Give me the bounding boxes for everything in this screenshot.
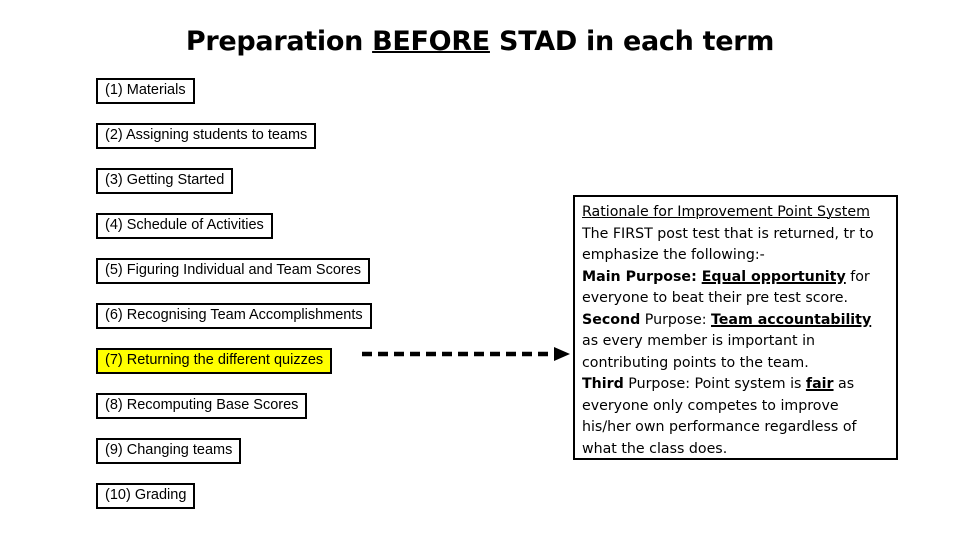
step-row: (6) Recognising Team Accomplishments (96, 303, 516, 348)
step-box-1[interactable]: (1) Materials (96, 78, 195, 104)
purpose-tail-third: as everyone only competes to improve his… (582, 376, 857, 457)
purpose-tail-main: for everyone to beat their pre test scor… (582, 268, 870, 307)
purpose-emphasis-second: Team accountability (711, 311, 872, 328)
title-part-before: Preparation (185, 26, 373, 57)
rationale-heading: Rationale for Improvement Point System (582, 204, 870, 220)
rationale-intro-line-1: The FIRST post test that is returned, tr… (582, 225, 874, 242)
step-row: (5) Figuring Individual and Team Scores (96, 258, 516, 303)
rationale-panel: Rationale for Improvement Point System T… (573, 195, 898, 460)
rationale-intro-line-2: emphasize the following:- (582, 247, 765, 263)
rationale-purpose-third: Third Purpose: Point system is fair as e… (582, 374, 890, 460)
purpose-emphasis-third: fair (805, 376, 834, 392)
purpose-separator-third: Purpose: Point system is (623, 376, 806, 392)
rationale-purpose-second: Second Purpose: Team accountability as e… (582, 310, 890, 375)
purpose-separator-second: Purpose: (640, 311, 712, 328)
rationale-purpose-main: Main Purpose: Equal opportunity for ever… (582, 267, 890, 310)
purpose-emphasis-main: Equal opportunity (701, 268, 846, 285)
step-row: (2) Assigning students to teams (96, 123, 516, 168)
title-emphasis-before: BEFORE (372, 26, 490, 57)
preparation-steps-list: (1) Materials (2) Assigning students to t… (96, 78, 516, 528)
purpose-label-second: Second (582, 311, 641, 328)
step-box-2[interactable]: (2) Assigning students to teams (96, 123, 317, 149)
step-row: (10) Grading (96, 483, 516, 528)
step-row: (1) Materials (96, 78, 516, 123)
step-box-5[interactable]: (5) Figuring Individual and Team Scores (96, 258, 371, 284)
step-box-10[interactable]: (10) Grading (96, 483, 196, 509)
purpose-label-third: Third (582, 376, 624, 392)
step-row: (4) Schedule of Activities (96, 213, 516, 258)
step-box-3[interactable]: (3) Getting Started (96, 168, 234, 194)
step-box-6[interactable]: (6) Recognising Team Accomplishments (96, 303, 372, 329)
step-row: (9) Changing teams (96, 438, 516, 483)
dashed-arrow-icon (362, 345, 574, 363)
purpose-label-main: Main Purpose (582, 268, 692, 285)
step-row: (3) Getting Started (96, 168, 516, 213)
purpose-tail-second: as every member is important in contribu… (582, 333, 816, 371)
title-part-after: STAD in each term (489, 26, 775, 57)
step-row: (7) Returning the different quizzes (96, 348, 516, 393)
step-box-8[interactable]: (8) Recomputing Base Scores (96, 393, 308, 419)
step-row: (8) Recomputing Base Scores (96, 393, 516, 438)
step-box-7[interactable]: (7) Returning the different quizzes (96, 348, 333, 374)
step-box-4[interactable]: (4) Schedule of Activities (96, 213, 273, 239)
page-title: Preparation BEFORE STAD in each term (0, 27, 960, 57)
purpose-separator-main: : (691, 268, 702, 285)
step-box-9[interactable]: (9) Changing teams (96, 438, 242, 464)
